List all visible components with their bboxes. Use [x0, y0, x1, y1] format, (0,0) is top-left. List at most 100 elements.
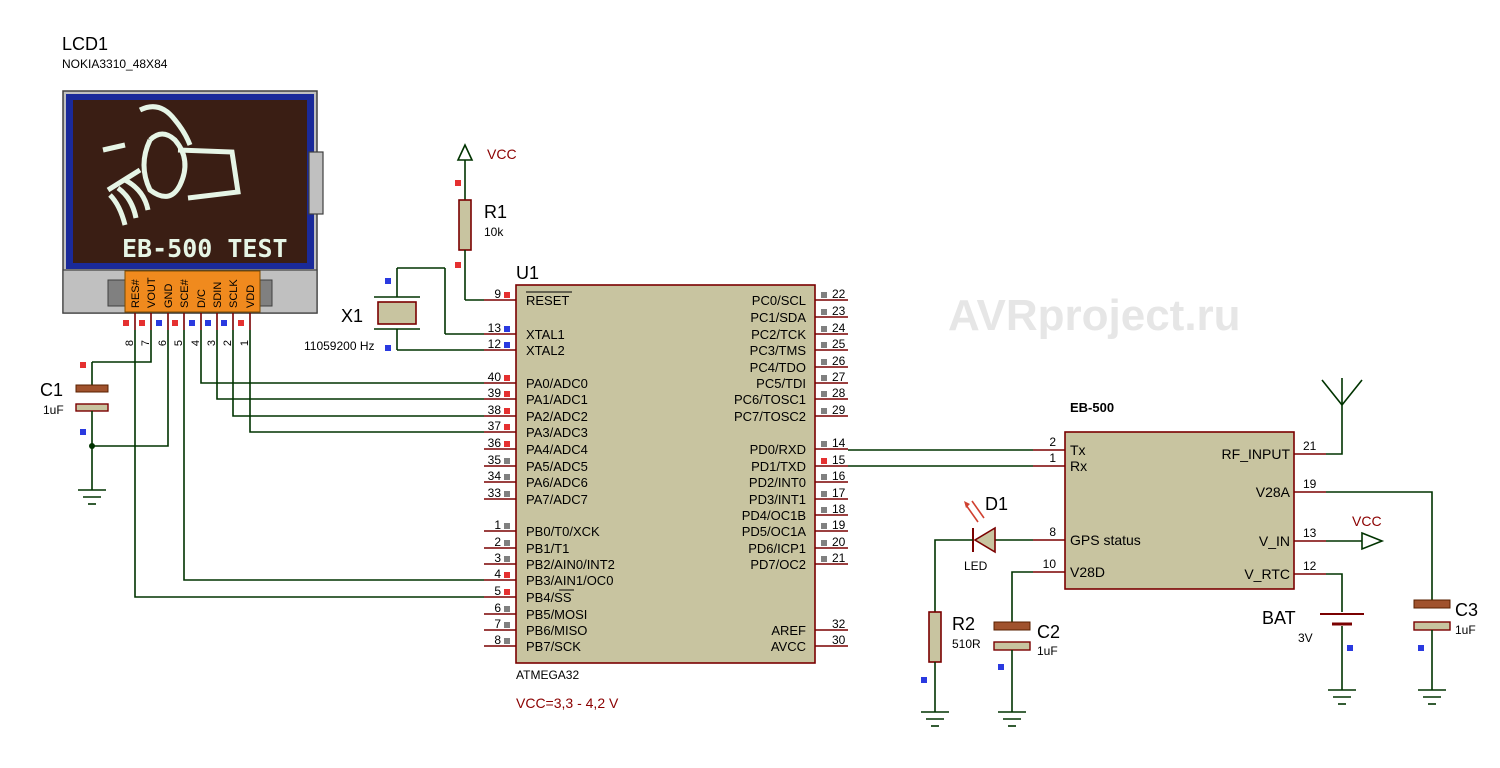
lcd-pin-number: 2	[222, 340, 234, 346]
u1-pin-number: 21	[832, 551, 846, 565]
eb500-pin-label: V28D	[1070, 564, 1105, 580]
pin-marker	[821, 474, 827, 480]
d1-value: LED	[964, 559, 988, 573]
pin-marker	[504, 424, 510, 430]
eb500-pin-number: 8	[1049, 525, 1056, 539]
eb500-body	[1064, 431, 1295, 590]
eb500-pin-number: 10	[1043, 557, 1057, 571]
r1-ref: R1	[484, 202, 507, 222]
pin-marker	[821, 408, 827, 414]
u1-pin-label: PB4/SS	[526, 590, 572, 605]
pin-marker	[821, 441, 827, 447]
x1-ref: X1	[341, 306, 363, 326]
eb500-pin-number: 2	[1049, 435, 1056, 449]
eb500-pin-label: Rx	[1070, 458, 1087, 474]
u1-pin-label: PD6/ICP1	[748, 541, 806, 556]
u1-pin-label: PD3/INT1	[749, 492, 806, 507]
x1-value: 11059200 Hz	[304, 339, 375, 353]
u1-pin-label: PA0/ADC0	[526, 376, 588, 391]
ground-symbol	[78, 443, 106, 505]
lcd-pin-number: 6	[157, 340, 169, 346]
c3-ref: C3	[1455, 600, 1478, 620]
pin-marker	[821, 540, 827, 546]
u1-pin-number: 36	[488, 436, 502, 450]
u1-pin-label: PA5/ADC5	[526, 459, 588, 474]
vcc-arrow-eb500: VCC	[1326, 513, 1385, 551]
eb500-pin-label: GPS status	[1070, 532, 1141, 548]
bat-ref: BAT	[1262, 608, 1296, 628]
u1-pin-label: PA6/ADC6	[526, 475, 588, 490]
u1-pin-label: PD0/RXD	[750, 442, 806, 457]
u1-pin-label: PD7/OC2	[750, 557, 806, 572]
u1-pin-number: 23	[832, 304, 846, 318]
lcd-pin-label: SCE#	[179, 278, 191, 308]
pin-marker	[504, 491, 510, 497]
pin-marker	[504, 292, 510, 298]
pin-marker	[189, 320, 195, 326]
u1-pin-number: 35	[488, 453, 502, 467]
pin-marker	[821, 326, 827, 332]
u1-pin-label: PB6/MISO	[526, 623, 587, 638]
u1-pin-number: 26	[832, 354, 846, 368]
u1-pin-number: 19	[832, 518, 846, 532]
lcd-pin-label: D/C	[196, 289, 208, 308]
u1-pin-label: PC6/TOSC1	[734, 392, 806, 407]
u1-pin-number: 40	[488, 370, 502, 384]
pin-marker	[821, 309, 827, 315]
u1-pin-number: 20	[832, 535, 846, 549]
u1-pin-number: 22	[832, 287, 846, 301]
u1-pin-number: 32	[832, 617, 846, 631]
eb500-pin-label: V_IN	[1259, 533, 1290, 549]
u1-pin-label: PB0/T0/XCK	[526, 524, 600, 539]
u1-pin-number: 9	[494, 287, 501, 301]
eb500-pin-number: 19	[1303, 477, 1317, 491]
r2-value: 510R	[952, 637, 981, 651]
u1-body	[515, 284, 816, 664]
watermark: AVRproject.ru	[948, 291, 1241, 340]
lcd-pin-number: 1	[239, 340, 251, 346]
u1-pin-number: 18	[832, 502, 846, 516]
c2-ref: C2	[1037, 622, 1060, 642]
pin-marker	[504, 391, 510, 397]
c3-value: 1uF	[1455, 623, 1476, 637]
pin-marker	[504, 441, 510, 447]
pin-marker	[238, 320, 244, 326]
pin-marker	[504, 474, 510, 480]
u1-pin-number: 24	[832, 321, 846, 335]
u1-pin-number: 7	[494, 617, 501, 631]
u1-pin-label: AREF	[771, 623, 806, 638]
eb500-pin-number: 21	[1303, 439, 1317, 453]
u1-pin-label: PD2/INT0	[749, 475, 806, 490]
u1-pin-number: 12	[488, 337, 502, 351]
u1-part: ATMEGA32	[516, 668, 579, 682]
u1-pin-number: 28	[832, 386, 846, 400]
u1-pin-label: PB3/AIN1/OC0	[526, 573, 613, 588]
u1-pin-label: PC3/TMS	[750, 343, 807, 358]
eb500-pin-number: 12	[1303, 559, 1317, 573]
d1-ref: D1	[985, 494, 1008, 514]
eb500-pin-number: 1	[1049, 451, 1056, 465]
pin-marker	[821, 292, 827, 298]
u1-pin-number: 25	[832, 337, 846, 351]
pin-marker	[821, 556, 827, 562]
pin-marker	[821, 491, 827, 497]
bat-value: 3V	[1298, 631, 1313, 645]
eb500-pin-label: RF_INPUT	[1222, 446, 1291, 462]
battery-bat: BAT 3V	[1262, 573, 1364, 705]
lcd-pin-label: GND	[163, 284, 175, 309]
satellite-logo	[102, 104, 241, 226]
u1-pin-label: PD5/OC1A	[742, 524, 807, 539]
uart-wires	[848, 449, 1033, 467]
u1-pin-label: PB5/MOSI	[526, 607, 587, 622]
u1-pin-label: RESET	[526, 293, 569, 308]
supply-note: VCC=3,3 - 4,2 V	[516, 695, 619, 711]
u1-ref: U1	[516, 263, 539, 283]
lcd-pin-number: 8	[124, 340, 136, 346]
u1-pin-number: 3	[494, 551, 501, 565]
pin-marker	[504, 326, 510, 332]
u1-pin-number: 6	[494, 601, 501, 615]
eb500-pin-label: Tx	[1070, 442, 1086, 458]
u1-pin-number: 17	[832, 486, 846, 500]
